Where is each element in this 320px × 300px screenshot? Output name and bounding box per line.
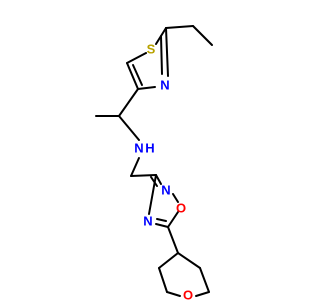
bond-c4-chme bbox=[118, 88, 139, 117]
sulfur-atom-label: S bbox=[147, 42, 156, 57]
bond-pyran-c3-c2 bbox=[158, 267, 168, 293]
bond-chme-nh bbox=[118, 115, 140, 141]
bond-pyran-o-c6 bbox=[195, 291, 210, 297]
molecule-structure-canvas: S N N H N O N O bbox=[95, 25, 213, 300]
oxadiazole-nitrogen-2-label: N bbox=[161, 183, 170, 198]
bond-pyran-c4-c3 bbox=[158, 252, 179, 269]
bond-c3-n2 bbox=[155, 174, 162, 185]
pyran-oxygen-label: O bbox=[183, 288, 193, 300]
bond-n3-c2 bbox=[165, 27, 169, 77]
thiazole-nitrogen-label: N bbox=[160, 78, 169, 93]
bonds bbox=[95, 25, 213, 297]
bond-n2-o1 bbox=[172, 193, 179, 203]
oxadiazole-nitrogen-4-label: N bbox=[143, 214, 152, 229]
bond-c5-n4-double bbox=[156, 218, 167, 222]
bond-pyran-c6-c5 bbox=[199, 267, 210, 293]
bond-c5-n4 bbox=[155, 223, 169, 228]
bond-pyran-c2-o bbox=[166, 291, 181, 297]
bond-c4-n3 bbox=[137, 86, 156, 90]
bond-o1-c5 bbox=[167, 211, 179, 228]
bond-ethyl-ch2-c2 bbox=[165, 25, 194, 29]
oxadiazole-oxygen-label: O bbox=[176, 201, 186, 216]
bond-c5-pyran bbox=[167, 226, 179, 254]
bond-c5-c4 bbox=[126, 62, 139, 90]
amine-nitrogen-label: N bbox=[134, 141, 143, 156]
atom-labels: S N N H N O N O bbox=[134, 42, 193, 300]
bond-ethyl-ch3-ch2 bbox=[192, 25, 213, 46]
bond-c3-n2-double bbox=[150, 176, 158, 187]
bond-pyran-c5-c4 bbox=[177, 252, 201, 269]
bond-s-c5 bbox=[126, 52, 147, 64]
bond-n3-c2-double bbox=[160, 35, 163, 75]
bond-c5-c4-double bbox=[132, 64, 143, 86]
bond-nh-ch2 bbox=[130, 157, 140, 177]
amine-hydrogen-label: H bbox=[145, 141, 154, 156]
molecule-structure-svg: S N N H N O N O bbox=[95, 25, 213, 300]
bond-ch2-c3 bbox=[130, 174, 157, 177]
